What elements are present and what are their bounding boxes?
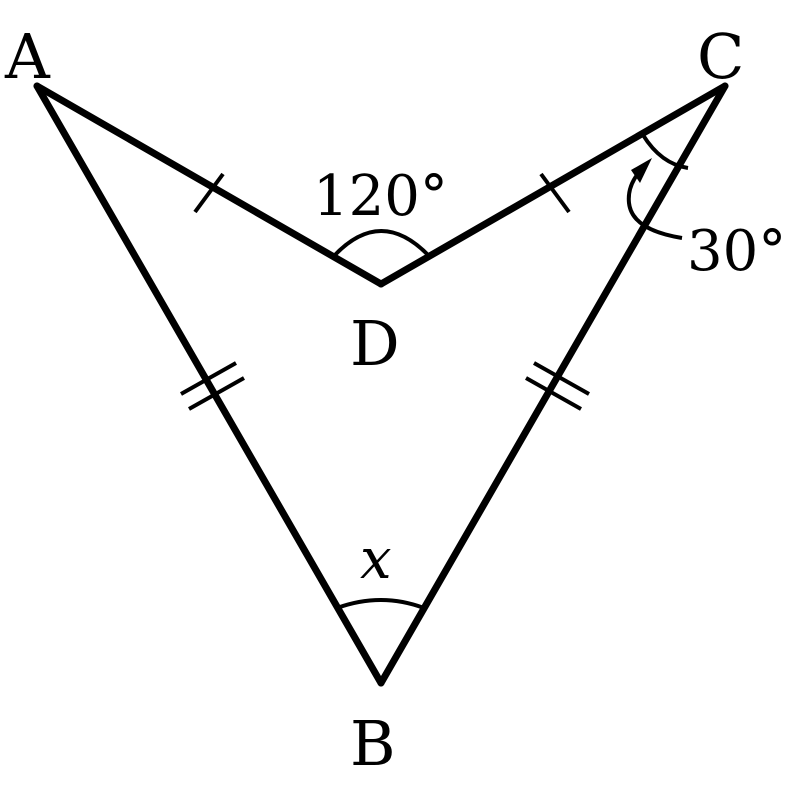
angle-c-arrow xyxy=(626,166,683,240)
angle-label-dcb: 30° xyxy=(687,219,786,284)
tick-ab-1 xyxy=(180,361,237,396)
segment-ab xyxy=(33,82,385,687)
point-label-a: A xyxy=(4,20,51,93)
tick-ad xyxy=(193,172,225,214)
tick-dc xyxy=(539,172,571,214)
angle-arc-b xyxy=(336,598,425,610)
point-label-d: D xyxy=(350,307,400,380)
angle-arc-d xyxy=(331,229,432,259)
angle-arc-c xyxy=(641,133,689,170)
segment-bc xyxy=(377,82,729,687)
angle-label-abc: x xyxy=(360,527,392,592)
tick-bc-1 xyxy=(525,376,582,411)
point-label-c: C xyxy=(697,20,744,93)
tick-ab-2 xyxy=(188,376,245,411)
angle-label-adc: 120° xyxy=(313,164,448,229)
segment-ad xyxy=(33,82,385,288)
tick-bc-2 xyxy=(533,361,590,396)
point-label-b: B xyxy=(350,707,396,780)
angle-c-arrowhead-icon xyxy=(631,158,652,183)
segment-dc xyxy=(377,82,729,288)
